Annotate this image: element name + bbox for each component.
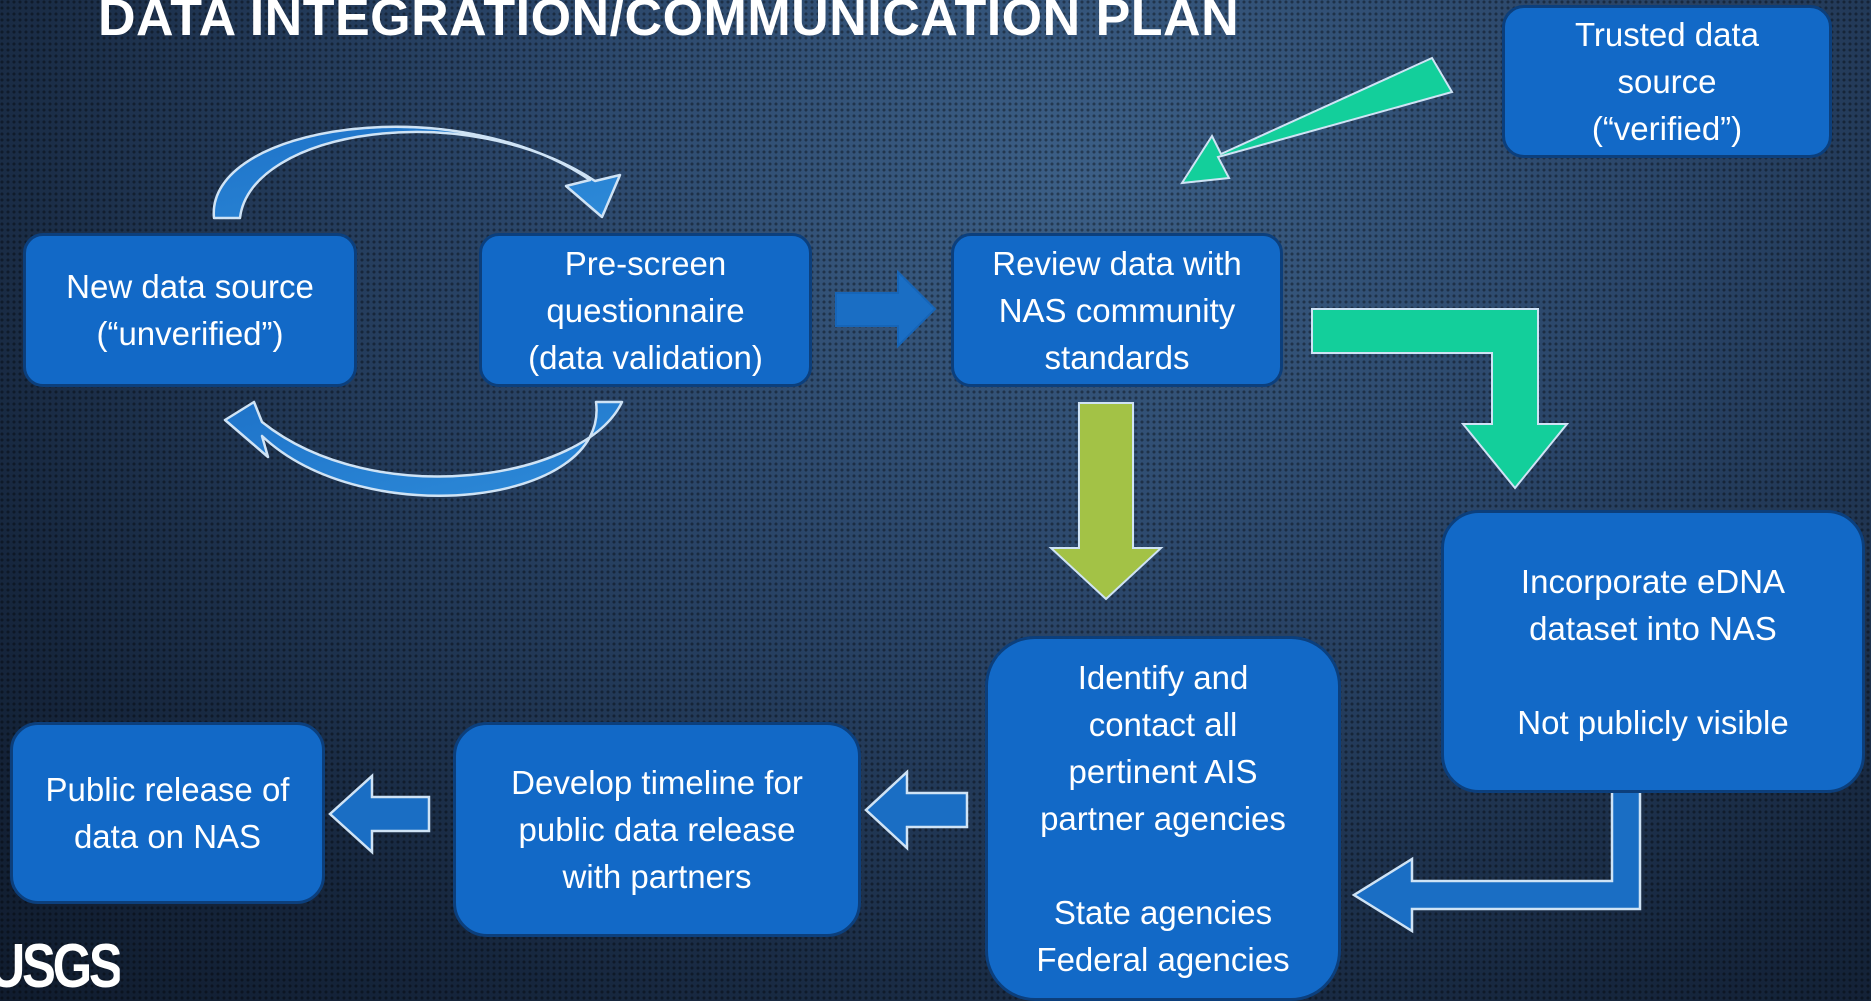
prescreen-questionnaire-box: Pre-screen questionnaire (data validatio… [479, 233, 812, 387]
prescreen-line-3: (data validation) [528, 338, 763, 376]
arrow-teal-review-incorporate [1311, 308, 1570, 490]
slide-title: DATA INTEGRATION/COMMUNICATION PLAN [98, 0, 1240, 47]
identify-note-state: State agencies [1053, 894, 1273, 931]
release-line-2: data on NAS [73, 818, 262, 855]
identify-line-2: contact all [1088, 706, 1238, 743]
cycle-arrow-top [212, 125, 622, 220]
review-line-2: NAS community [998, 291, 1236, 329]
timeline-line-1: Develop timeline for [511, 764, 803, 801]
identify-line-1: Identify and [1077, 659, 1249, 696]
new-source-line-2: (“unverified”) [96, 315, 284, 352]
arrow-blue-incorporate-identify [1351, 788, 1642, 934]
identify-note-federal: Federal agencies [1036, 941, 1290, 978]
review-line-1: Review data with [992, 244, 1242, 282]
trusted-line-3: (“verified”) [1591, 110, 1743, 147]
arrow-left-identify-timeline [864, 769, 969, 851]
incorporate-note: Not publicly visible [1517, 703, 1789, 741]
release-line-1: Public release of [45, 771, 290, 808]
review-line-3: standards [1044, 338, 1190, 376]
prescreen-line-1: Pre-screen [564, 244, 727, 282]
arrow-olive-review-identify [1048, 402, 1164, 601]
trusted-line-2: source [1617, 63, 1717, 100]
review-data-box: Review data with NAS community standards [951, 233, 1283, 387]
trusted-data-source-box: Trusted data source (“verified”) [1502, 5, 1832, 158]
arrow-right-prescreen-review [835, 269, 937, 349]
incorporate-line-2: dataset into NAS [1529, 609, 1777, 647]
trusted-line-1: Trusted data [1574, 16, 1760, 53]
new-data-source-box: New data source (“unverified”) [23, 233, 357, 387]
timeline-line-3: with partners [562, 858, 752, 895]
cycle-arrow-bottom [223, 400, 624, 497]
incorporate-line-1: Incorporate eDNA [1520, 562, 1786, 600]
identify-partners-box: Identify and contact all pertinent AIS p… [985, 636, 1341, 1001]
incorporate-edna-box: Incorporate eDNA dataset into NAS Not pu… [1441, 510, 1865, 793]
usgs-logo: USGS [0, 932, 119, 1001]
usgs-logo-text: USGS [0, 932, 120, 1001]
arrow-left-timeline-release [328, 773, 431, 855]
identify-line-4: partner agencies [1040, 800, 1286, 837]
timeline-line-2: public data release [518, 811, 796, 848]
new-source-line-1: New data source [66, 268, 314, 305]
public-release-box: Public release of data on NAS [10, 722, 325, 904]
prescreen-line-2: questionnaire [546, 291, 745, 329]
identify-line-3: pertinent AIS [1068, 753, 1258, 790]
arrow-teal-trusted-review [1180, 56, 1454, 185]
develop-timeline-box: Develop timeline for public data release… [453, 722, 861, 937]
